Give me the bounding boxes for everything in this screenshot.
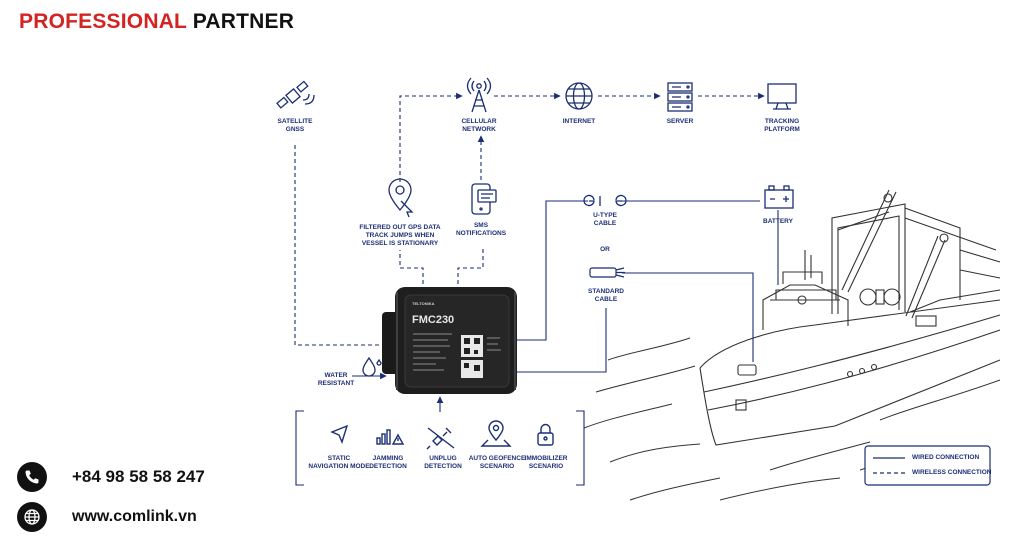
- lock-icon: [537, 423, 554, 446]
- gps-pin-icon: [388, 178, 414, 218]
- navigation-arrow-icon: [330, 424, 349, 445]
- label-battery: BATTERY: [763, 218, 793, 225]
- feature-label-static-nav: STATIC NAVIGATION MODE: [308, 455, 370, 470]
- globe-icon: [17, 502, 47, 532]
- website-link[interactable]: www.comlink.vn: [72, 508, 197, 525]
- label-internet: INTERNET: [562, 118, 596, 125]
- contact-website-row: www.comlink.vn: [17, 502, 197, 532]
- label-satellite: SATELLITE GNSS: [277, 118, 313, 133]
- label-standard: STANDARD CABLE: [588, 288, 624, 303]
- device-brand: TELTONIKA: [412, 301, 435, 306]
- phone-number[interactable]: +84 98 58 58 247: [72, 467, 205, 486]
- signal-bars-warning-icon: [376, 429, 405, 445]
- geofence-pin-icon: [480, 420, 512, 447]
- feature-label-geofence: AUTO GEOFENCE SCENARIO: [468, 455, 526, 470]
- fmc230-device: [382, 287, 517, 394]
- battery-icon: [764, 185, 794, 209]
- brand-rest: PARTNER: [192, 10, 295, 33]
- globe-icon: [565, 82, 593, 110]
- contact-phone-row: +84 98 58 58 247: [17, 462, 205, 492]
- label-sms: SMS NOTIFICATIONS: [455, 222, 507, 237]
- server-icon: [667, 82, 693, 112]
- device-model: FMC230: [412, 314, 454, 326]
- unplug-icon: [426, 427, 455, 450]
- feature-label-immobilizer: IMMOBILIZER SCENARIO: [524, 455, 568, 470]
- feature-label-jamming: JAMMING DETECTION: [369, 455, 407, 470]
- wired-links: [295, 200, 779, 486]
- monitor-icon: [767, 83, 797, 110]
- feature-label-unplug: UNPLUG DETECTION: [424, 455, 462, 470]
- sms-phone-icon: [471, 183, 497, 215]
- label-gps-filter: FILTERED OUT GPS DATA TRACK JUMPS WHEN V…: [359, 224, 441, 247]
- satellite-icon: [276, 80, 315, 109]
- standard-cable-icon: [589, 267, 625, 278]
- water-drop-icon: [362, 356, 382, 377]
- legend-wired-label: WIRED CONNECTION: [912, 454, 980, 461]
- legend-box: [864, 445, 991, 486]
- label-server: SERVER: [666, 118, 694, 125]
- cell-tower-icon: [466, 77, 492, 113]
- brand-accent: PROFESSIONAL: [19, 10, 187, 33]
- brand-title: PROFESSIONAL PARTNER: [19, 10, 294, 34]
- label-water: WATER RESISTANT: [317, 372, 355, 387]
- label-or: OR: [600, 246, 610, 253]
- label-cellular: CELLULAR NETWORK: [461, 118, 497, 133]
- u-type-cable-icon: [583, 194, 627, 207]
- legend-wireless-label: WIRELESS CONNECTION: [912, 469, 992, 476]
- label-utype: U-TYPE CABLE: [593, 212, 617, 227]
- wireless-links: [294, 92, 765, 349]
- label-tracking: TRACKING PLATFORM: [764, 118, 800, 133]
- phone-icon: [17, 462, 47, 492]
- ship-illustration: [699, 189, 1001, 446]
